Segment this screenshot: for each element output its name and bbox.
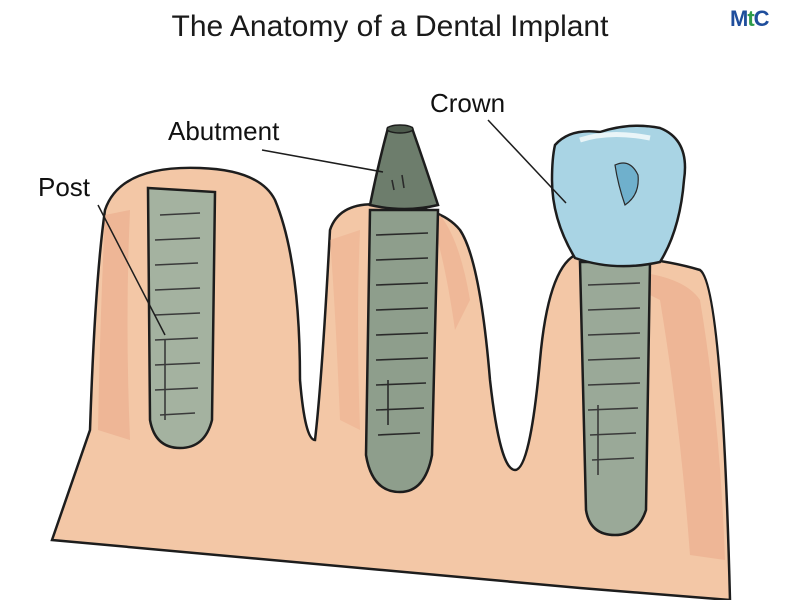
abutment-leader-line	[261, 149, 384, 173]
logo-letter-t: t	[747, 6, 754, 31]
diagram-title: The Anatomy of a Dental Implant	[171, 10, 609, 43]
logo-letter-c: C	[753, 6, 770, 31]
crown	[550, 124, 687, 268]
post-implant	[146, 186, 217, 450]
mtc-logo: MtC	[730, 6, 770, 32]
logo-letter-m: M	[730, 6, 748, 31]
abutment-label: Abutment	[168, 116, 280, 146]
post-leader-line	[97, 204, 166, 336]
abutment-implant	[364, 124, 440, 494]
crowned-implant	[550, 124, 687, 537]
post-label: Post	[38, 172, 91, 202]
crown-label: Crown	[430, 88, 506, 118]
crown-leader-line	[487, 119, 567, 204]
